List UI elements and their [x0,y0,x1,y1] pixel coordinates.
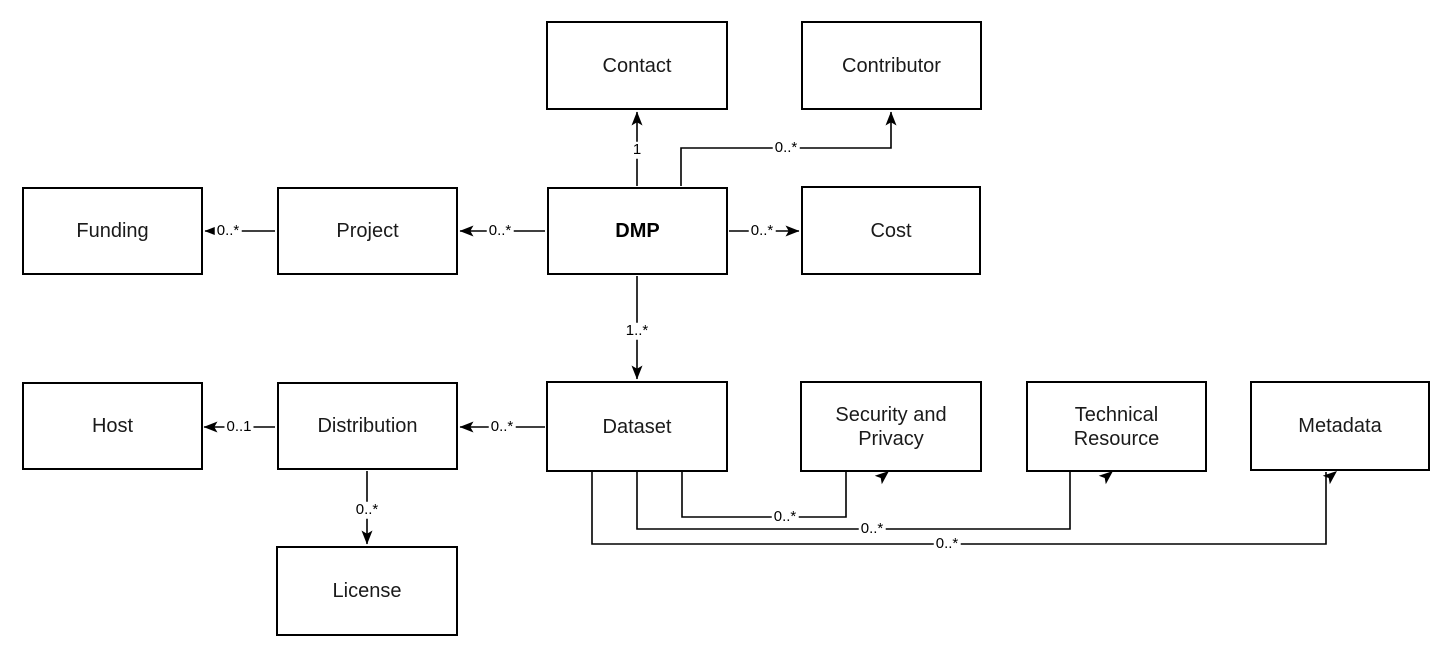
node-project-label: Project [336,220,399,242]
node-project: Project [277,187,458,275]
node-host-label: Host [91,415,134,437]
edge-label-dataset-technical: 0..* [858,519,886,538]
edge-label-dataset-security: 0..* [771,507,799,526]
node-contributor: Contributor [801,21,982,110]
edge-label-dmp-dataset: 1..* [623,321,651,340]
node-dataset: Dataset [546,381,728,472]
node-dmp-label: DMP [615,220,660,242]
node-technical-resource: Technical Resource [1026,381,1207,472]
node-dataset-label: Dataset [602,415,672,438]
node-metadata: Metadata [1250,381,1430,471]
node-distribution-label: Distribution [317,415,418,437]
node-distribution: Distribution [277,382,458,470]
arrowhead-security [874,471,889,485]
node-dmp: DMP [547,187,728,275]
node-technical-resource-label: Technical Resource [1073,403,1160,450]
arrowhead-technical [1098,471,1113,485]
node-license: License [276,546,458,636]
edge-dataset-metadata [591,471,1327,545]
node-license-label: License [332,580,402,602]
node-contributor-label: Contributor [842,54,941,77]
arrowhead-metadata [1322,471,1337,485]
edge-dataset-technical [636,471,1071,530]
edge-label-dmp-cost: 0..* [748,221,776,240]
edge-label-dmp-contact: 1 [630,140,644,159]
node-cost: Cost [801,186,981,275]
node-funding-label: Funding [76,220,149,242]
edge-dataset-security [681,471,847,518]
node-contact-label: Contact [602,54,672,77]
edge-label-dmp-project: 0..* [486,221,514,240]
node-host: Host [22,382,203,470]
node-security-and-privacy: Security and Privacy [800,381,982,472]
edge-label-project-funding: 0..* [214,221,242,240]
node-metadata-label: Metadata [1298,415,1382,437]
node-funding: Funding [22,187,203,275]
node-security-and-privacy-label: Security and Privacy [835,403,947,450]
node-cost-label: Cost [870,219,912,242]
edge-label-dataset-distribution: 0..* [488,417,516,436]
node-contact: Contact [546,21,728,110]
edge-label-dmp-contributor: 0..* [772,138,800,157]
edge-label-distribution-host: 0..1 [224,417,254,436]
edge-label-distribution-license: 0..* [353,500,381,519]
edge-label-dataset-metadata: 0..* [933,534,961,553]
